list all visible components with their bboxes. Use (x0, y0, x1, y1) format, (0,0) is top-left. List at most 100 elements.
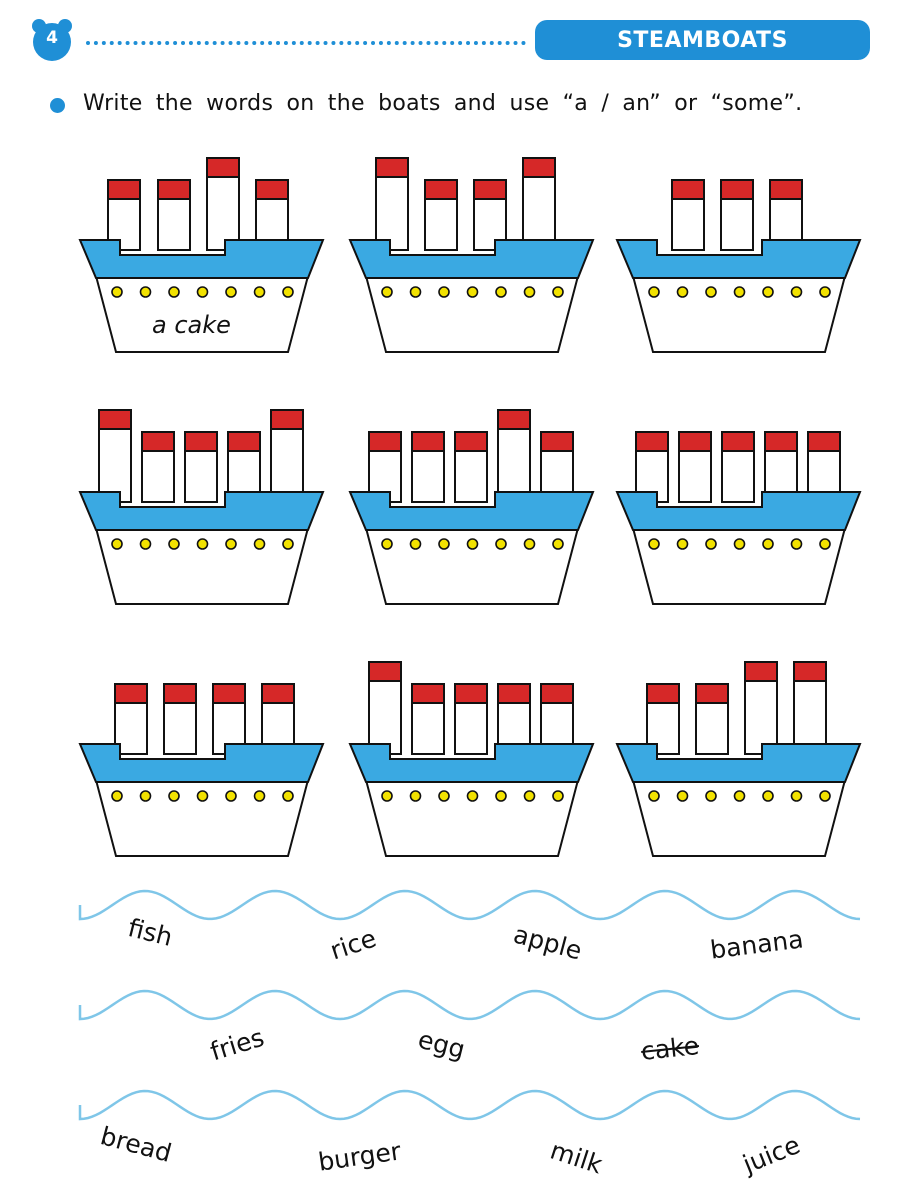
chimney (522, 175, 556, 251)
chimney (720, 197, 754, 251)
porthole (225, 286, 237, 298)
porthole (253, 286, 266, 298)
porthole (111, 790, 123, 802)
chimney (454, 449, 488, 503)
porthole (790, 790, 803, 802)
chimney-top (646, 683, 680, 704)
porthole (523, 286, 536, 298)
instruction-bullet (50, 98, 65, 113)
chimney-top (671, 179, 705, 200)
chimney (424, 197, 458, 251)
chimney-top (114, 683, 148, 704)
bear-head-icon (32, 19, 72, 61)
chimney-top (141, 431, 175, 452)
chimney-top (635, 431, 669, 452)
chimney-top (424, 179, 458, 200)
chimney-top (157, 179, 191, 200)
chimney (270, 427, 304, 503)
instruction-text: Write the words on the boats and use “a … (83, 91, 803, 116)
chimney-top (227, 431, 261, 452)
porthole (409, 538, 422, 550)
chimney-top (411, 683, 445, 704)
chimney-top (769, 179, 803, 200)
porthole (139, 538, 152, 550)
header-dotted-line (86, 41, 526, 45)
boat-answer-label: a cake (152, 311, 231, 339)
chimney-top (793, 661, 827, 682)
page-title: STEAMBOATS (535, 20, 870, 60)
chimney (157, 197, 191, 251)
porthole (648, 538, 660, 550)
porthole (552, 286, 564, 298)
boat-deck (78, 743, 325, 783)
chimney-top (695, 683, 729, 704)
porthole (819, 790, 831, 802)
porthole (282, 790, 294, 802)
porthole (648, 790, 660, 802)
chimney-top (721, 431, 755, 452)
porthole (705, 538, 717, 550)
porthole (762, 538, 774, 550)
porthole (196, 538, 209, 550)
steamboat (615, 179, 862, 353)
porthole (762, 286, 774, 298)
wave-line (78, 889, 861, 921)
chimney (454, 701, 488, 755)
porthole (438, 286, 450, 298)
porthole (495, 538, 507, 550)
porthole (466, 538, 479, 550)
porthole (282, 286, 294, 298)
boat-deck (348, 239, 595, 279)
porthole (733, 538, 746, 550)
porthole (381, 790, 393, 802)
porthole (676, 790, 689, 802)
porthole (648, 286, 660, 298)
wave-line (78, 1089, 861, 1121)
boat-deck (78, 239, 325, 279)
page-number-badge: 4 (30, 18, 74, 62)
porthole (552, 538, 564, 550)
chimney-top (764, 431, 798, 452)
chimney-top (368, 431, 402, 452)
porthole (552, 790, 564, 802)
chimney-top (454, 683, 488, 704)
porthole (168, 286, 180, 298)
porthole (438, 538, 450, 550)
porthole (466, 286, 479, 298)
porthole (495, 790, 507, 802)
chimney (497, 427, 531, 503)
chimney (744, 679, 778, 755)
porthole (139, 286, 152, 298)
steamboat (348, 157, 595, 353)
chimney-top (270, 409, 304, 430)
chimney-top (540, 683, 574, 704)
porthole (705, 790, 717, 802)
chimney (375, 175, 409, 251)
steamboat (615, 431, 862, 605)
boat-deck (348, 743, 595, 783)
porthole (466, 790, 479, 802)
porthole (253, 790, 266, 802)
chimney (793, 679, 827, 755)
porthole (523, 538, 536, 550)
porthole (409, 790, 422, 802)
chimney-top (540, 431, 574, 452)
porthole (676, 286, 689, 298)
chimney-top (497, 409, 531, 430)
porthole (282, 538, 294, 550)
chimney-top (368, 661, 402, 682)
chimney-top (411, 431, 445, 452)
chimney-top (678, 431, 712, 452)
porthole (111, 286, 123, 298)
chimney-top (522, 157, 556, 178)
chimney (695, 701, 729, 755)
boat-deck (78, 491, 325, 531)
chimney-top (261, 683, 295, 704)
porthole (196, 286, 209, 298)
chimney-top (497, 683, 531, 704)
chimney (411, 449, 445, 503)
chimney-top (807, 431, 841, 452)
chimney (98, 427, 132, 503)
steamboat (78, 683, 325, 857)
